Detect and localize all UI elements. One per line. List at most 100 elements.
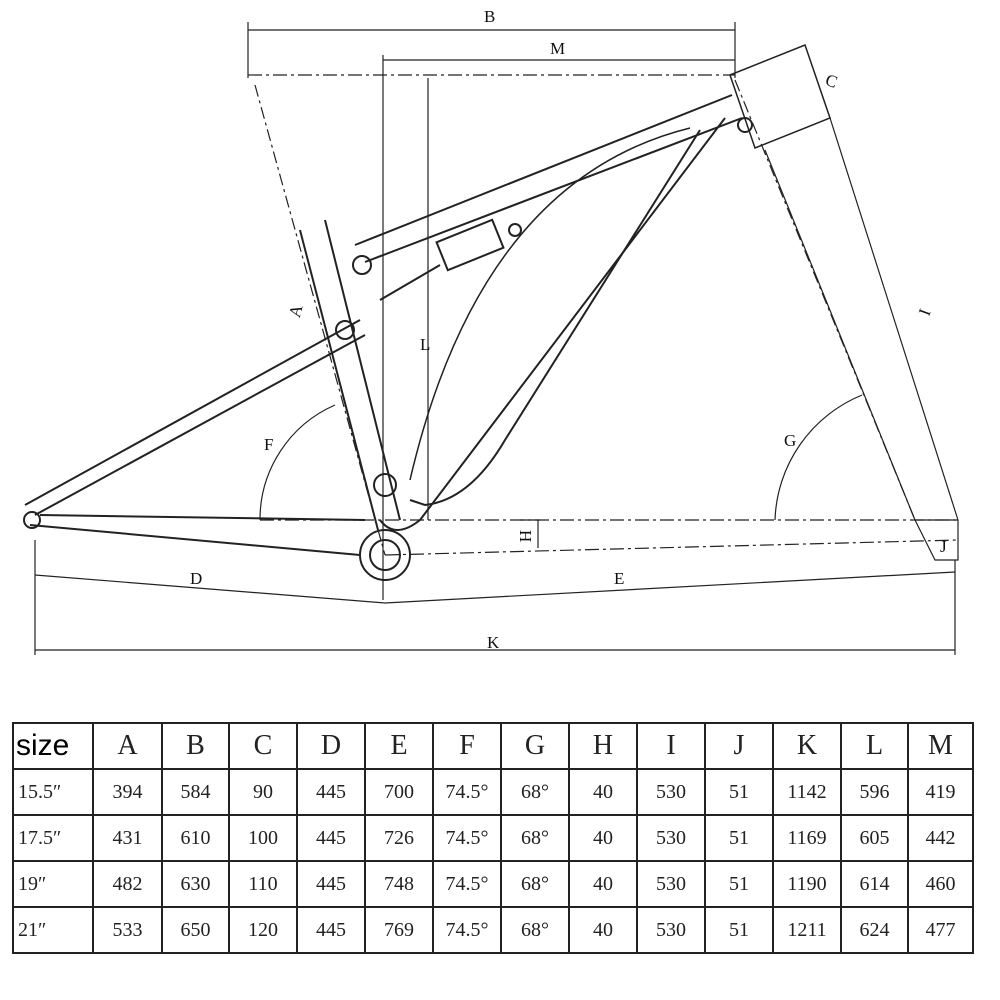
seat-stay bbox=[24, 319, 361, 506]
table-header-row: size A B C D E F G H I J K L M bbox=[12, 722, 974, 770]
label-k: K bbox=[487, 633, 500, 652]
header-f: F bbox=[432, 722, 502, 770]
header-m: M bbox=[907, 722, 974, 770]
label-f: F bbox=[264, 435, 273, 454]
value-cell-h: 40 bbox=[568, 768, 638, 816]
value-cell-b: 650 bbox=[161, 906, 230, 954]
value-cell-h: 40 bbox=[568, 906, 638, 954]
value-cell-l: 614 bbox=[840, 860, 909, 908]
value-cell-b: 630 bbox=[161, 860, 230, 908]
value-cell-j: 51 bbox=[704, 768, 774, 816]
rear-shock bbox=[435, 218, 505, 272]
value-cell-c: 120 bbox=[228, 906, 298, 954]
header-e: E bbox=[364, 722, 434, 770]
size-cell: 15.5″ bbox=[12, 768, 94, 816]
size-cell: 21″ bbox=[12, 906, 94, 954]
value-cell-k: 1211 bbox=[772, 906, 842, 954]
label-b: B bbox=[484, 7, 495, 26]
label-a: A bbox=[285, 302, 307, 319]
seat-tube bbox=[299, 229, 379, 531]
value-cell-j: 51 bbox=[704, 906, 774, 954]
value-cell-a: 482 bbox=[92, 860, 163, 908]
header-i: I bbox=[636, 722, 706, 770]
size-cell: 19″ bbox=[12, 860, 94, 908]
value-cell-a: 431 bbox=[92, 814, 163, 862]
angle-f-arc bbox=[259, 404, 336, 521]
value-cell-a: 394 bbox=[92, 768, 163, 816]
value-cell-m: 460 bbox=[907, 860, 974, 908]
header-h: H bbox=[568, 722, 638, 770]
value-cell-l: 624 bbox=[840, 906, 909, 954]
value-cell-l: 605 bbox=[840, 814, 909, 862]
value-cell-e: 726 bbox=[364, 814, 434, 862]
angle-g-arc bbox=[774, 394, 863, 521]
value-cell-h: 40 bbox=[568, 814, 638, 862]
header-b: B bbox=[161, 722, 230, 770]
value-cell-e: 748 bbox=[364, 860, 434, 908]
label-l: L bbox=[420, 335, 430, 354]
value-cell-f: 74.5° bbox=[432, 814, 502, 862]
value-cell-f: 74.5° bbox=[432, 860, 502, 908]
value-cell-i: 530 bbox=[636, 814, 706, 862]
value-cell-g: 68° bbox=[500, 906, 570, 954]
value-cell-d: 445 bbox=[296, 860, 366, 908]
value-cell-d: 445 bbox=[296, 814, 366, 862]
top-tube bbox=[354, 94, 733, 246]
value-cell-d: 445 bbox=[296, 906, 366, 954]
dimension-e-line bbox=[384, 571, 956, 604]
value-cell-g: 68° bbox=[500, 860, 570, 908]
value-cell-l: 596 bbox=[840, 768, 909, 816]
label-h: H bbox=[516, 530, 535, 542]
header-g: G bbox=[500, 722, 570, 770]
value-cell-f: 74.5° bbox=[432, 906, 502, 954]
value-cell-k: 1190 bbox=[772, 860, 842, 908]
value-cell-i: 530 bbox=[636, 906, 706, 954]
value-cell-g: 68° bbox=[500, 814, 570, 862]
label-c: C bbox=[823, 70, 840, 92]
value-cell-c: 110 bbox=[228, 860, 298, 908]
value-cell-m: 477 bbox=[907, 906, 974, 954]
down-tube bbox=[379, 117, 726, 531]
value-cell-i: 530 bbox=[636, 768, 706, 816]
value-cell-k: 1142 bbox=[772, 768, 842, 816]
value-cell-h: 40 bbox=[568, 860, 638, 908]
header-c: C bbox=[228, 722, 298, 770]
label-g: G bbox=[784, 431, 796, 450]
label-d: D bbox=[190, 569, 202, 588]
rear-axle bbox=[23, 511, 41, 529]
value-cell-d: 445 bbox=[296, 768, 366, 816]
label-j: J bbox=[940, 537, 947, 556]
value-cell-i: 530 bbox=[636, 860, 706, 908]
value-cell-k: 1169 bbox=[772, 814, 842, 862]
value-cell-c: 100 bbox=[228, 814, 298, 862]
value-cell-e: 769 bbox=[364, 906, 434, 954]
value-cell-b: 610 bbox=[161, 814, 230, 862]
value-cell-m: 442 bbox=[907, 814, 974, 862]
value-cell-g: 68° bbox=[500, 768, 570, 816]
value-cell-c: 90 bbox=[228, 768, 298, 816]
value-cell-m: 419 bbox=[907, 768, 974, 816]
value-cell-f: 74.5° bbox=[432, 768, 502, 816]
frame-geometry-diagram: B M C A L I F G H J D E K bbox=[23, 7, 959, 655]
header-d: D bbox=[296, 722, 366, 770]
value-cell-e: 700 bbox=[364, 768, 434, 816]
value-cell-j: 51 bbox=[704, 860, 774, 908]
label-m: M bbox=[550, 39, 565, 58]
header-l: L bbox=[840, 722, 909, 770]
value-cell-j: 51 bbox=[704, 814, 774, 862]
value-cell-a: 533 bbox=[92, 906, 163, 954]
label-i: I bbox=[915, 306, 935, 318]
header-a: A bbox=[92, 722, 163, 770]
size-cell: 17.5″ bbox=[12, 814, 94, 862]
bottom-bracket bbox=[359, 529, 411, 581]
header-k: K bbox=[772, 722, 842, 770]
header-size: size bbox=[12, 722, 94, 770]
chain-stay bbox=[29, 524, 361, 556]
dimension-d-line bbox=[34, 574, 386, 604]
value-cell-b: 584 bbox=[161, 768, 230, 816]
